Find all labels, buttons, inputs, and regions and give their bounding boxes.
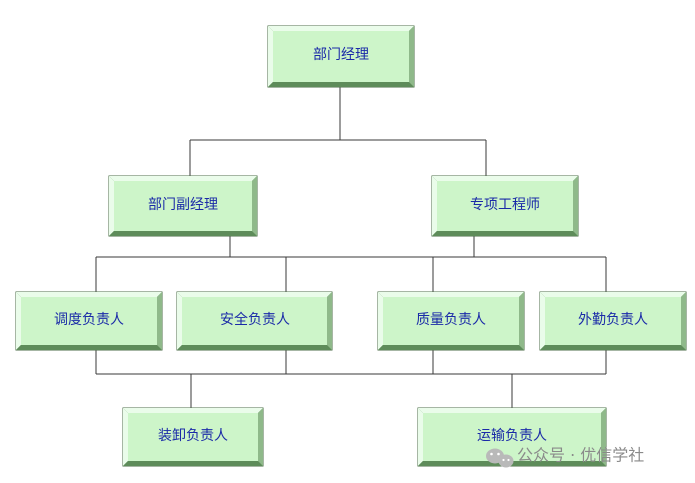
node-specialist-engineer: 专项工程师 <box>431 175 579 237</box>
node-specialist-engineer-label: 专项工程师 <box>470 197 540 213</box>
watermark-text: 公众号 · 优信学社 <box>517 446 644 465</box>
node-loading-lead: 装卸负责人 <box>122 407 264 467</box>
box-bevel-bottom <box>540 345 686 350</box>
node-safety-lead-label: 安全负责人 <box>220 311 290 328</box>
box-bevel-top <box>268 26 414 31</box>
box-bevel-right <box>258 408 263 466</box>
node-field-lead: 外勤负责人 <box>539 291 687 351</box>
box-face <box>383 297 519 345</box>
node-transport-lead: 运输负责人 <box>417 407 607 467</box>
box-bevel-right <box>327 292 332 350</box>
box-bevel-left <box>177 292 182 350</box>
box-bevel-left <box>540 292 545 350</box>
wechat-icon <box>486 448 514 468</box>
node-quality-lead-label: 质量负责人 <box>416 312 486 328</box>
box-bevel-left <box>16 292 21 350</box>
box-bevel-top <box>540 292 686 297</box>
box-bevel-right <box>681 292 686 350</box>
node-deputy-manager-label: 部门副经理 <box>148 197 218 213</box>
box-bevel-right <box>573 176 578 236</box>
box-bevel-bottom <box>378 345 524 350</box>
box-bevel-top <box>16 292 162 297</box>
node-dispatch-lead-label: 调度负责人 <box>54 312 124 328</box>
node-transport-lead-label: 运输负责人 <box>477 428 547 444</box>
box-bevel-right <box>519 292 524 350</box>
node-manager-label: 部门经理 <box>313 47 369 63</box>
box-bevel-left <box>432 176 437 236</box>
box-bevel-left <box>109 176 114 236</box>
box-bevel-left <box>418 408 423 466</box>
watermark: 公众号 · 优信学社 <box>486 446 644 468</box>
node-quality-lead: 质量负责人 <box>377 291 525 351</box>
box-face <box>545 297 681 345</box>
box-bevel-top <box>177 292 332 297</box>
box-bevel-bottom <box>177 345 332 350</box>
box-face <box>182 297 327 345</box>
box-bevel-top <box>378 292 524 297</box>
box-bevel-right <box>409 26 414 87</box>
node-dispatch-lead: 调度负责人 <box>15 291 163 351</box>
box-face <box>128 413 258 461</box>
node-manager: 部门经理 <box>267 25 415 88</box>
box-bevel-bottom <box>432 231 578 236</box>
box-face <box>423 413 601 461</box>
box-bevel-right <box>252 176 257 236</box>
node-deputy-manager: 部门副经理 <box>108 175 258 237</box>
box-bevel-right <box>601 408 606 466</box>
box-bevel-right <box>157 292 162 350</box>
node-loading-lead-label: 装卸负责人 <box>158 428 228 444</box>
box-bevel-bottom <box>268 82 414 87</box>
box-bevel-bottom <box>109 231 257 236</box>
box-bevel-left <box>268 26 273 87</box>
box-bevel-top <box>418 408 606 413</box>
box-bevel-top <box>123 408 263 413</box>
box-face <box>114 181 252 231</box>
node-field-lead-label: 外勤负责人 <box>578 312 648 328</box>
box-bevel-top <box>109 176 257 181</box>
connector-lines <box>95 87 607 408</box>
box-bevel-top <box>432 176 578 181</box>
box-bevel-bottom <box>16 345 162 350</box>
box-bevel-left <box>378 292 383 350</box>
box-face <box>273 31 409 82</box>
box-bevel-left <box>123 408 128 466</box>
box-bevel-bottom <box>123 461 263 466</box>
node-safety-lead: 安全负责人 <box>176 291 333 351</box>
box-face <box>21 297 157 345</box>
box-face <box>437 181 573 231</box>
